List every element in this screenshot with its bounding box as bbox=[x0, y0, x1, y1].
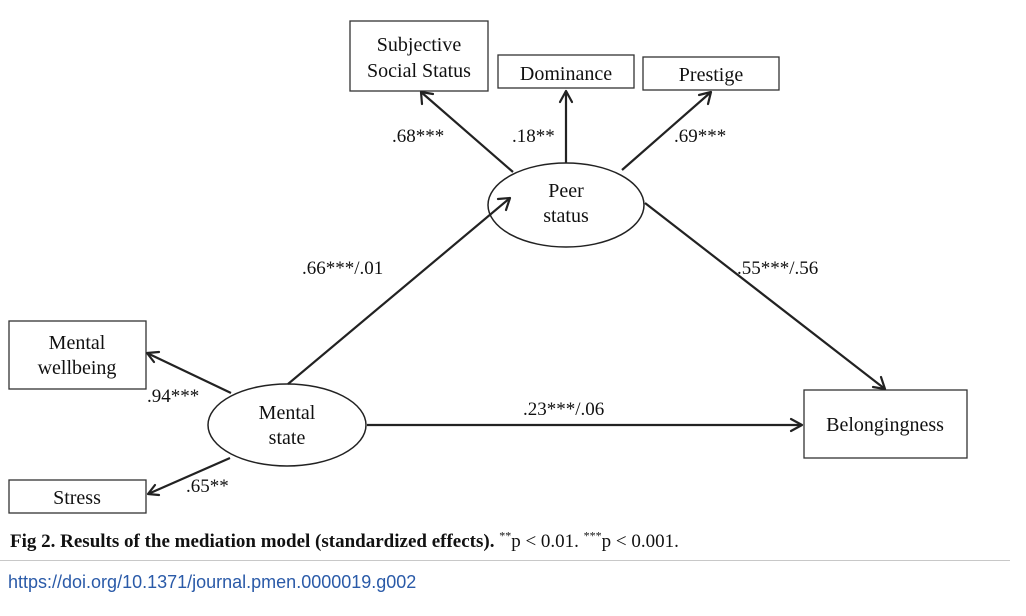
edge-label-peer-to-belongingness: .55***/.56 bbox=[737, 258, 818, 279]
subjective-social-status-label-1: Subjective bbox=[377, 34, 462, 56]
dominance-box bbox=[497, 54, 635, 89]
edge-peer-to-prestige bbox=[621, 90, 713, 171]
dominance-label: Dominance bbox=[520, 63, 612, 85]
edge-mental-to-wellbeing bbox=[145, 350, 232, 394]
mental-wellbeing-box bbox=[8, 320, 147, 390]
edge-label-mental-to-stress: .65** bbox=[186, 476, 229, 497]
mental-state-label-2: state bbox=[269, 427, 306, 449]
subjective-social-status-box bbox=[349, 20, 489, 92]
mediation-diagram: Subjective Social Status Dominance Prest… bbox=[8, 20, 968, 514]
stress-label: Stress bbox=[53, 487, 101, 509]
edge-peer-to-belongingness bbox=[644, 202, 887, 391]
belongingness-box bbox=[803, 389, 968, 459]
mental-state-ellipse bbox=[207, 383, 367, 467]
edge-label-peer-to-sss: .68*** bbox=[392, 126, 444, 147]
peer-status-label-1: Peer bbox=[548, 180, 584, 202]
edge-label-peer-to-prestige: .69*** bbox=[674, 126, 726, 147]
caption-divider bbox=[0, 560, 1010, 561]
edge-label-peer-to-dominance: .18** bbox=[512, 126, 555, 147]
edge-mental-to-stress bbox=[146, 456, 231, 497]
edge-label-mental-to-peer: .66***/.01 bbox=[302, 258, 383, 279]
mental-wellbeing-label-1: Mental bbox=[49, 332, 106, 354]
edge-label-mental-to-wellbeing: .94*** bbox=[147, 386, 199, 407]
caption-sig2: ** bbox=[499, 528, 512, 543]
caption-sig3: *** bbox=[583, 528, 602, 543]
prestige-label: Prestige bbox=[679, 64, 744, 86]
subjective-social-status-label-2: Social Status bbox=[367, 60, 471, 82]
caption-label: Fig 2. bbox=[10, 531, 56, 552]
edge-label-mental-to-belongingness: .23***/.06 bbox=[523, 399, 604, 420]
mental-state-label-1: Mental bbox=[259, 402, 316, 424]
edge-mental-to-peer bbox=[287, 196, 512, 385]
figure-caption: Fig 2. Results of the mediation model (s… bbox=[10, 528, 1016, 553]
stress-box bbox=[8, 479, 147, 514]
caption-note3: p < 0.001. bbox=[601, 531, 679, 552]
edge-mental-to-belongingness bbox=[367, 417, 804, 433]
mental-wellbeing-label-2: wellbeing bbox=[38, 357, 117, 379]
doi-link[interactable]: https://doi.org/10.1371/journal.pmen.000… bbox=[8, 572, 417, 592]
belongingness-label: Belongingness bbox=[826, 414, 944, 436]
caption-note2: p < 0.01. bbox=[511, 531, 579, 552]
prestige-box bbox=[642, 56, 780, 91]
caption-title: Results of the mediation model (standard… bbox=[60, 531, 495, 552]
edge-peer-to-sss bbox=[419, 90, 514, 173]
edge-peer-to-dominance bbox=[558, 89, 574, 163]
peer-status-label-2: status bbox=[543, 205, 589, 227]
